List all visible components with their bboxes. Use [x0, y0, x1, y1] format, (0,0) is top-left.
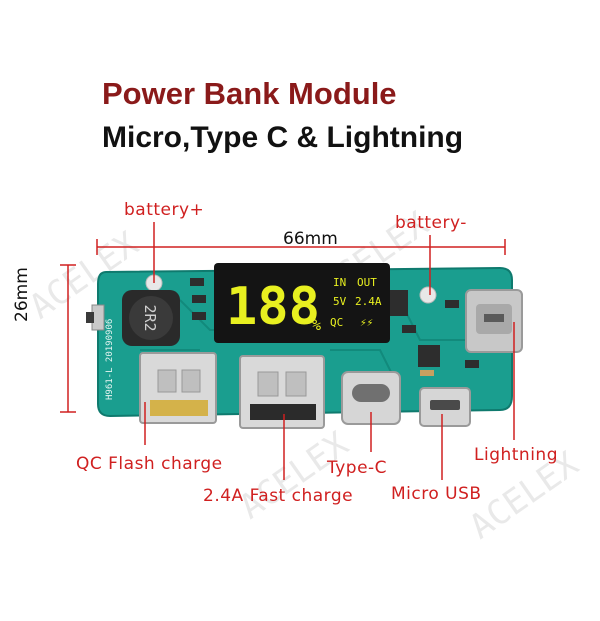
callout-lines — [144, 222, 515, 480]
micro-usb-port — [419, 387, 471, 427]
display-unit: % — [312, 316, 321, 334]
display-volt: 5V — [333, 295, 347, 308]
callout-battery-plus: battery+ — [124, 200, 205, 220]
display-out: OUT — [357, 276, 377, 289]
usb-type-c-port — [341, 371, 401, 425]
callout-micro-usb: Micro USB — [391, 484, 482, 504]
callout-qc-flash-charge: QC Flash charge — [76, 454, 223, 474]
display-amp: 2.4A — [355, 295, 382, 308]
callout-lightning: Lightning — [474, 445, 558, 465]
product-subtitle: Micro,Type C & Lightning — [102, 121, 464, 154]
callout-battery-minus: battery- — [395, 213, 467, 233]
display-qc: QC — [330, 316, 343, 329]
lightning-port — [465, 289, 523, 353]
height-dimension-line — [60, 264, 76, 413]
usb-a-port-fast — [239, 355, 325, 429]
width-dimension: 66mm — [283, 229, 338, 249]
silk-text: H961-L 20190906 — [105, 319, 115, 400]
product-title: Power Bank Module — [102, 76, 397, 111]
width-dimension-line — [96, 239, 506, 255]
led-display: 188 % IN OUT 5V 2.4A QC ⚡⚡ — [214, 263, 390, 343]
height-dimension: 26mm — [12, 267, 32, 322]
callout-fast-charge: 2.4A Fast charge — [203, 486, 354, 506]
display-digits: 188 — [226, 277, 320, 337]
callout-type-c: Type-C — [327, 458, 388, 478]
display-in: IN — [333, 276, 346, 289]
lightning-symbol-icon: ⚡⚡ — [360, 316, 373, 329]
usb-a-port-qc — [139, 352, 217, 424]
inductor-code: 2R2 — [141, 304, 159, 331]
